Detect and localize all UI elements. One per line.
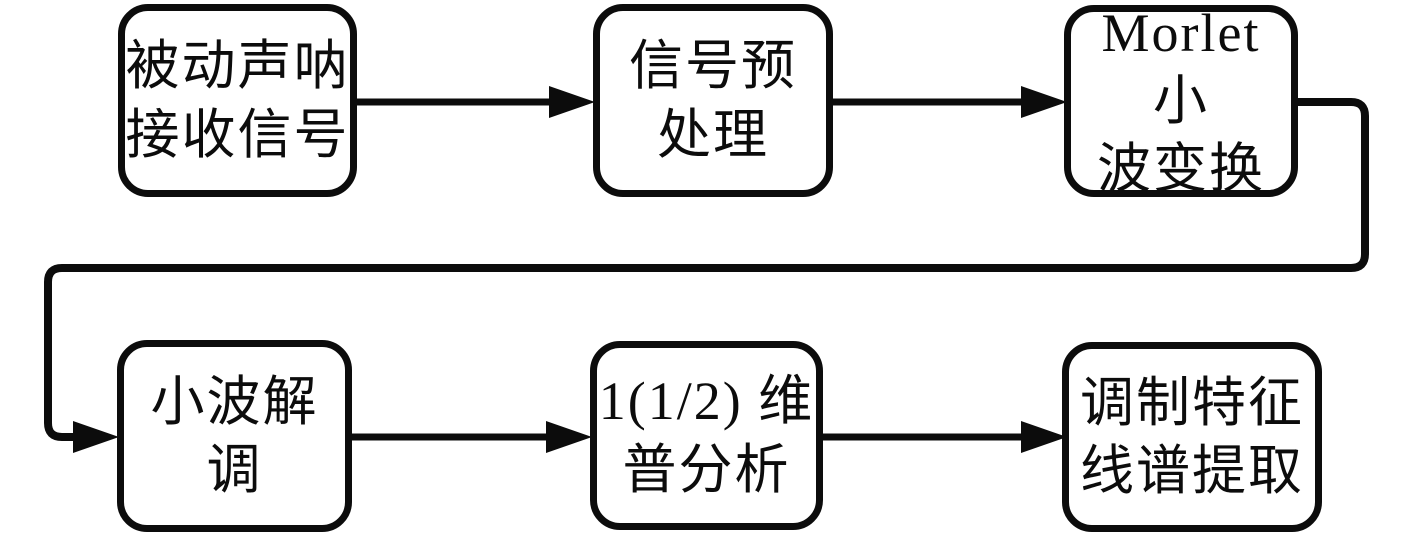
- edge-demodulation-to-spectrum-arrowhead-icon: [546, 421, 592, 453]
- node-label: 小波解调: [150, 371, 319, 500]
- node-label: 调制特征 线谱提取: [1080, 372, 1304, 501]
- node-one-half-dimensional-spectrum-analysis: 1(1/2) 维 普分析: [590, 341, 823, 530]
- node-modulation-feature-line-spectrum-extraction: 调制特征 线谱提取: [1062, 342, 1322, 532]
- edge-morlet-to-demodulation-arrowhead-icon: [73, 421, 119, 453]
- node-morlet-wavelet-transform: Morlet 小 波变换: [1064, 3, 1298, 199]
- node-wavelet-demodulation: 小波解调: [117, 340, 352, 532]
- edge-spectrum-to-extraction-arrowhead-icon: [1021, 421, 1067, 453]
- node-signal-preprocessing: 信号预 处理: [593, 4, 833, 197]
- node-passive-sonar-received-signal: 被动声呐 接收信号: [118, 4, 357, 197]
- node-label: 1(1/2) 维 普分析: [598, 371, 815, 500]
- node-label: Morlet 小 波变换: [1097, 2, 1265, 200]
- edge-preprocessing-to-morlet-arrowhead-icon: [1021, 86, 1067, 118]
- edge-morlet-to-demodulation-line: [44, 98, 1369, 441]
- node-label: 被动声呐 接收信号: [125, 36, 350, 165]
- edge-sonar-to-preprocessing-arrowhead-icon: [549, 86, 595, 118]
- node-label: 信号预 处理: [629, 36, 797, 165]
